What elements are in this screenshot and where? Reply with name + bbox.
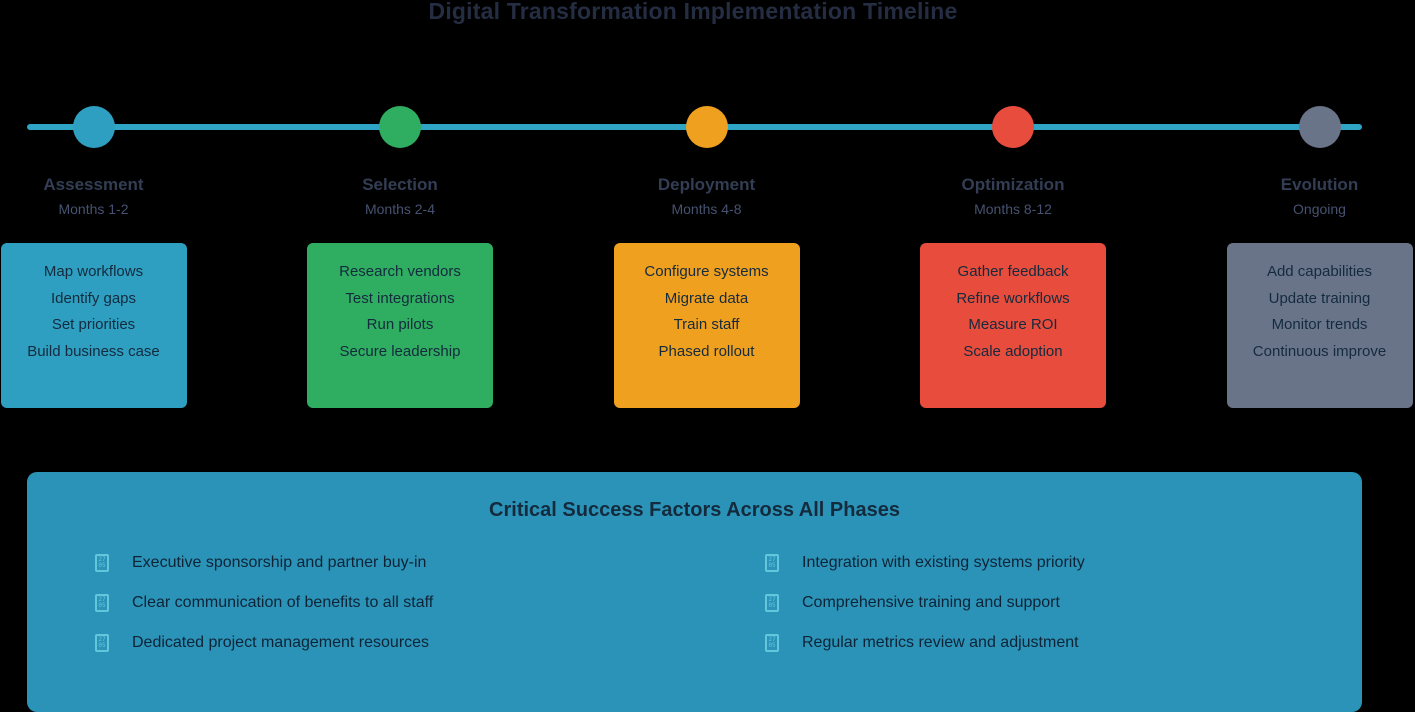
card-item: Run pilots: [366, 316, 434, 334]
phase-months: Months 2-4: [364, 201, 436, 217]
page-title: Digital Transformation Implementation Ti…: [428, 0, 958, 24]
card-item: Identify gaps: [50, 289, 137, 307]
card-item: Set priorities: [51, 316, 136, 334]
success-factor-label: Dedicated project management resources: [132, 634, 430, 651]
card-item: Phased rollout: [658, 342, 755, 360]
phase-months: Months 1-2: [58, 201, 129, 217]
success-factor-label: Integration with existing systems priori…: [802, 554, 1085, 571]
phase-column: Optimization Months 8-12 Gather feedback…: [920, 106, 1106, 408]
success-factor-label: Comprehensive training and support: [802, 594, 1060, 611]
phase-dot-icon: [379, 106, 421, 148]
phase-name: Assessment: [43, 175, 144, 194]
card-item: Continuous improve: [1252, 342, 1387, 360]
phase-name: Deployment: [657, 175, 756, 194]
card-item: Add capabilities: [1266, 263, 1373, 280]
card-item: Configure systems: [644, 263, 769, 280]
success-factors-title: Critical Success Factors Across All Phas…: [489, 499, 900, 521]
card-item: Train staff: [673, 316, 740, 334]
card-item: Migrate data: [664, 289, 749, 307]
card-item: Map workflows: [43, 263, 144, 280]
phase-name: Optimization: [961, 175, 1065, 194]
card-item: Test integrations: [345, 289, 455, 307]
phase-name: Selection: [362, 175, 438, 194]
card-item: Measure ROI: [968, 316, 1058, 334]
card-item: Scale adoption: [963, 342, 1063, 360]
card-item: Monitor trends: [1271, 316, 1368, 334]
phase-months: Months 4-8: [671, 201, 742, 217]
success-factor-label: Regular metrics review and adjustment: [802, 634, 1079, 651]
success-factors-panel: Critical Success Factors Across All Phas…: [27, 472, 1362, 712]
phase-name: Evolution: [1280, 175, 1359, 194]
card-item: Build business case: [27, 342, 160, 360]
phase-dot-icon: [685, 106, 728, 148]
card-item: Secure leadership: [339, 342, 461, 360]
success-factor-label: Executive sponsorship and partner buy-in: [132, 554, 427, 571]
phase-months: Months 8-12: [974, 201, 1052, 217]
card-item: Gather feedback: [957, 263, 1069, 280]
phase-dot-icon: [72, 106, 115, 148]
card-item: Update training: [1268, 289, 1371, 307]
success-factor-label: Clear communication of benefits to all s…: [132, 594, 434, 611]
phase-months: Ongoing: [1293, 201, 1346, 217]
phase-dot-icon: [1298, 106, 1341, 148]
card-item: Refine workflows: [956, 289, 1070, 307]
phase-dot-icon: [992, 106, 1034, 148]
card-item: Research vendors: [339, 263, 461, 280]
